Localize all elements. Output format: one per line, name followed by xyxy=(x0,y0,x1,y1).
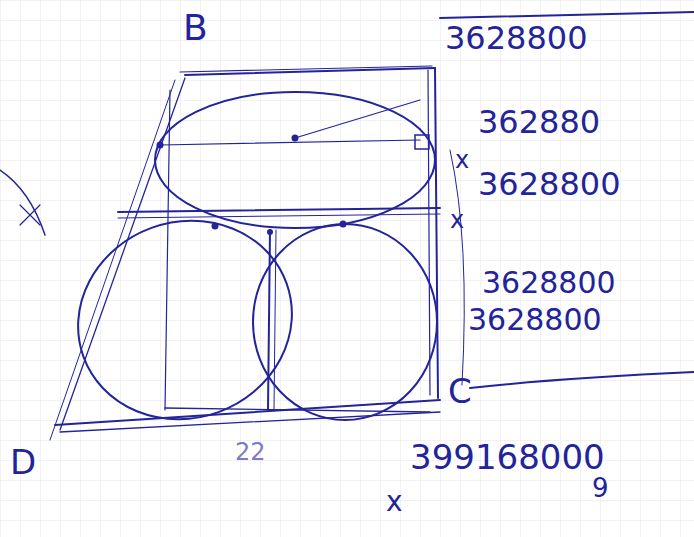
center-line xyxy=(268,230,270,410)
point-dot xyxy=(292,135,299,142)
point-dot xyxy=(157,142,164,149)
right-ellipse xyxy=(253,224,437,420)
point-dot xyxy=(340,221,347,228)
corner-label: B xyxy=(183,10,208,46)
product-number: 362880 xyxy=(478,106,600,138)
corner-label: C xyxy=(448,374,472,408)
times-sign: x xyxy=(386,488,403,516)
product-number: 3628800 xyxy=(468,305,602,335)
separator-line xyxy=(470,372,694,388)
center-line xyxy=(274,230,276,410)
bottom-edge xyxy=(165,408,430,412)
right-edge xyxy=(435,68,438,398)
bottom-edge xyxy=(60,412,440,432)
left-ellipse xyxy=(50,191,320,449)
middle-line xyxy=(118,214,440,218)
product-number: 3628800 xyxy=(482,268,616,298)
dimension-label: 22 xyxy=(235,440,266,464)
ellipse-radius xyxy=(295,100,420,138)
small-square xyxy=(415,135,429,149)
middle-line xyxy=(118,208,440,212)
slant-edge xyxy=(50,80,175,440)
product-number: 3628800 xyxy=(445,22,588,54)
guide-line xyxy=(450,150,464,385)
product-number: 3628800 xyxy=(478,168,621,200)
factor-number: 9 xyxy=(592,475,609,501)
slant-edge xyxy=(60,78,185,430)
left-edge xyxy=(165,90,170,410)
corner-label: D xyxy=(10,445,36,479)
product-number: 399168000 xyxy=(410,440,605,474)
times-sign: x xyxy=(450,208,464,232)
separator-line xyxy=(440,12,694,18)
point-dot xyxy=(212,223,219,230)
times-sign: x xyxy=(455,148,469,172)
side-curve xyxy=(0,170,45,235)
right-edge xyxy=(428,70,430,395)
side-mark xyxy=(20,205,40,225)
point-dot xyxy=(267,229,273,235)
top-edge xyxy=(180,66,432,72)
ellipse-axis xyxy=(160,140,420,145)
